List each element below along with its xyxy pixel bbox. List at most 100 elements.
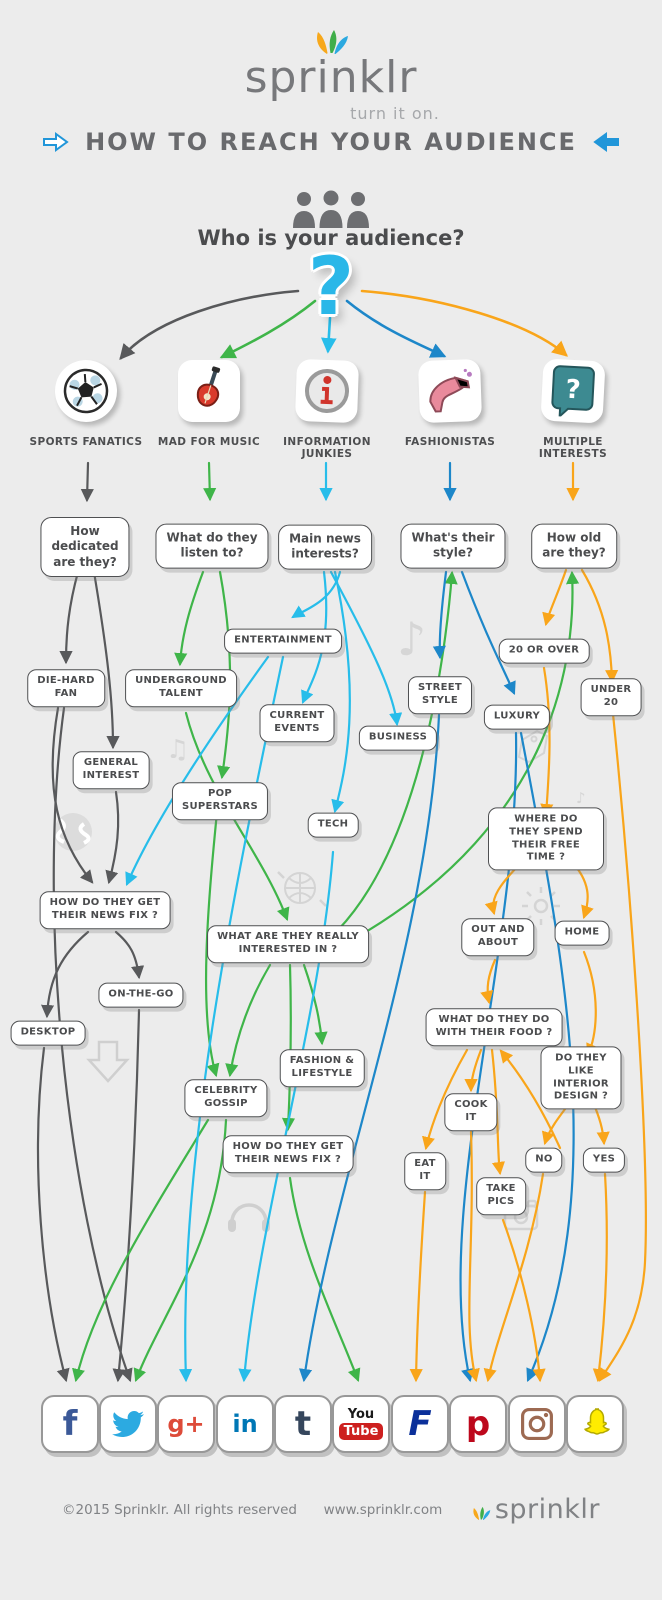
down-arrow-doodle [86, 1040, 130, 1083]
linkedin-icon: in [216, 1395, 274, 1453]
node-newsfix-1: HOW DO THEY GET THEIR NEWS FIX ? [39, 891, 171, 929]
flow-edge-orange [542, 568, 568, 627]
qbubble-icon: ? [540, 358, 606, 424]
flow-edge-gray [40, 930, 90, 1019]
node-die-hard: DIE-HARD FAN [27, 669, 105, 707]
snapchat-icon [566, 1395, 624, 1453]
title-row: HOW TO REACH YOUR AUDIENCE [0, 128, 662, 156]
svg-text:?: ? [565, 375, 582, 406]
flow-edge-green [133, 1118, 228, 1383]
node-underground: UNDERGROUND TALENT [125, 669, 237, 707]
flow-edge-blue [432, 570, 448, 660]
flow-edge-orange [501, 1218, 546, 1383]
flow-edge-gray [114, 930, 145, 980]
node-street: STREET STYLE [407, 676, 473, 714]
flow-edge-green [225, 963, 272, 1078]
flow-edge-gray [105, 790, 120, 885]
flow-edge-orange [360, 289, 568, 357]
headphones-doodle [228, 1203, 270, 1232]
flow-edge-orange [540, 666, 554, 818]
big-question-mark: ? [307, 240, 355, 333]
flow-edge-green [72, 1118, 210, 1383]
flow-edge-orange [490, 1048, 505, 1176]
soccer-icon [52, 357, 120, 425]
category-multi: ? MULTIPLE INTERESTS [508, 358, 638, 460]
node-food: WHAT DO THEY DO WITH THEIR FOOD ? [425, 1008, 563, 1046]
info-icon [294, 358, 360, 424]
right-arrow-icon [43, 132, 69, 152]
flow-edge-orange [582, 950, 599, 1058]
sprinklr-tagline: turn it on. [350, 104, 440, 123]
category-label: MAD FOR MUSIC [157, 436, 261, 448]
google-plus-icon: g+ [157, 1395, 215, 1453]
flow-edge-gray [92, 570, 120, 750]
node-newsfix-2: HOW DO THEY GET THEIR NEWS FIX ? [222, 1135, 354, 1173]
footer: ©2015 Sprinklr. All rights reserved www.… [0, 1496, 662, 1523]
flow-edge-gray [36, 1046, 70, 1383]
price-tag-doodle [517, 729, 549, 764]
flow-edge-cyan [321, 316, 337, 354]
guitar-icon [178, 360, 240, 422]
flow-edge-orange [592, 1172, 608, 1383]
footer-logo-petals [473, 1507, 491, 1521]
node-eat-it: EAT IT [404, 1152, 446, 1190]
flow-edge-cyan [329, 570, 403, 727]
node-q-dedicated: How dedicated are they? [40, 516, 130, 578]
node-q-style: What's their style? [400, 523, 506, 569]
flow-edge-cyan [331, 570, 351, 814]
node-take-pics: TAKE PICS [476, 1177, 526, 1215]
flow-edge-green [184, 711, 290, 922]
sun-doodle [522, 887, 560, 925]
node-celeb-gossip: CELEBRITY GOSSIP [184, 1079, 268, 1117]
flow-edge-orange [483, 1172, 545, 1383]
flow-edge-green [174, 570, 205, 667]
sprinklr-wordmark: sprinklr [244, 52, 418, 103]
flow-edge-gray [112, 1008, 141, 1383]
category-music: MAD FOR MUSIC [144, 360, 274, 448]
flow-edge-orange [598, 712, 647, 1382]
flow-edge-green [219, 299, 317, 359]
node-cook-it: COOK IT [444, 1093, 498, 1131]
node-yes: YES [582, 1147, 626, 1173]
sprinklr-logo-petals [0, 30, 662, 60]
node-q-news: Main news interests? [278, 524, 372, 570]
globe-doodle [54, 813, 92, 851]
music-note-doodle: ♪ [576, 789, 586, 807]
node-current: CURRENT EVENTS [259, 704, 335, 742]
flow-edge-green [204, 800, 220, 1078]
disco-ball-doodle [277, 871, 327, 907]
flow-edge-blue [298, 713, 441, 1383]
node-pop: POP SUPERSTARS [171, 782, 269, 820]
category-sports: SPORTS FANATICS [21, 357, 151, 448]
category-label: MULTIPLE INTERESTS [538, 436, 608, 460]
flow-edge-orange [480, 958, 497, 1005]
node-no: NO [525, 1147, 563, 1173]
node-q-age: How old are they? [531, 523, 617, 569]
node-under-20: UNDER 20 [580, 678, 642, 716]
audience-people-icon [0, 190, 662, 234]
node-on-the-go: ON-THE-GO [98, 982, 184, 1008]
category-info: INFORMATION JUNKIES [262, 358, 392, 460]
node-tech: TECH [307, 812, 359, 838]
category-label: FASHIONISTAS [404, 436, 496, 448]
flow-edge-green [336, 570, 458, 932]
flow-edge-gray [51, 706, 94, 884]
music-note-doodle: ♪ [397, 612, 426, 666]
flow-edge-cyan [291, 570, 342, 619]
node-freetime: WHERE DO THEY SPEND THEIR FREE TIME ? [488, 807, 604, 871]
node-design: DO THEY LIKE INTERIOR DESIGN ? [540, 1046, 622, 1110]
flow-edge-green [203, 461, 217, 502]
left-arrow-icon [593, 132, 619, 152]
category-label: INFORMATION JUNKIES [283, 436, 371, 460]
category-label: SPORTS FANATICS [29, 436, 143, 448]
music-note-doodle: ♫ [166, 735, 189, 765]
node-general: GENERAL INTEREST [72, 751, 150, 789]
flow-edge-cyan [179, 655, 285, 1383]
node-home: HOME [554, 920, 610, 946]
foursquare-icon: F [391, 1395, 449, 1453]
flow-edge-blue [460, 570, 516, 696]
flow-edge-gray [80, 461, 94, 503]
flow-edge-cyan [238, 850, 335, 1383]
flow-edge-orange [580, 568, 619, 684]
